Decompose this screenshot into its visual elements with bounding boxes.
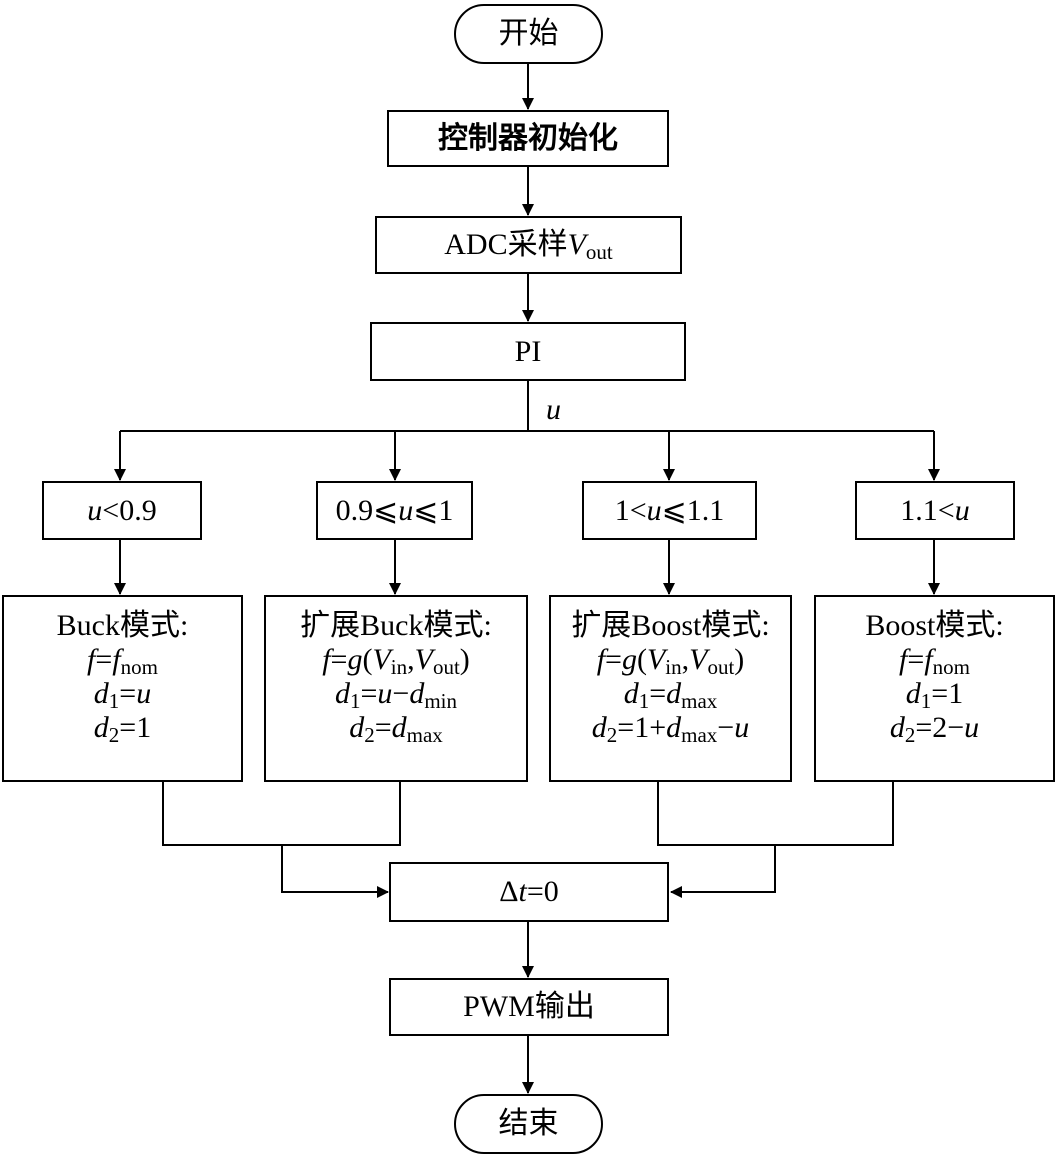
condition-3-label: 1<u⩽1.1 [614, 493, 725, 527]
mode-ext-buck-line2: f=g(Vin,Vout) [322, 643, 470, 679]
condition-1-box: u<0.9 [42, 481, 202, 540]
arrow-merge-left-dt [281, 845, 389, 898]
arrow-merge-right-dt [670, 845, 776, 898]
mode-ext-boost-line2: f=g(Vin,Vout) [596, 643, 745, 679]
start-terminal: 开始 [454, 4, 603, 64]
adc-box: ADC采样Vout [375, 216, 682, 274]
mode-boost-title: Boost模式: [865, 609, 1004, 642]
pwm-box: PWM输出 [389, 978, 669, 1036]
condition-1-label: u<0.9 [87, 493, 157, 527]
adc-label: ADC采样Vout [444, 228, 613, 264]
condition-4-box: 1.1<u [855, 481, 1015, 540]
merge-left [162, 782, 401, 846]
mode-buck-line4: d2=1 [93, 711, 152, 747]
u-signal-label: u [546, 393, 561, 426]
mode-buck-line3: d1=u [93, 677, 152, 713]
condition-3-box: 1<u⩽1.1 [582, 481, 757, 540]
mode-boost-line2: f=fnom [899, 643, 970, 679]
init-label: 控制器初始化 [438, 121, 618, 155]
mode-ext-boost-box: 扩展Boost模式: f=g(Vin,Vout) d1=dmax d2=1+dm… [549, 595, 792, 782]
pwm-label: PWM输出 [463, 990, 595, 1023]
mode-ext-buck-title: 扩展Buck模式: [300, 609, 492, 642]
condition-2-label: 0.9⩽u⩽1 [335, 493, 454, 527]
condition-4-label: 1.1<u [900, 493, 970, 527]
condition-2-box: 0.9⩽u⩽1 [316, 481, 473, 540]
mode-boost-line4: d2=2−u [889, 711, 980, 747]
mode-buck-title: Buck模式: [56, 609, 189, 642]
init-box: 控制器初始化 [387, 110, 669, 167]
end-label: 结束 [498, 1107, 559, 1140]
mode-ext-boost-line4: d2=1+dmax−u [591, 711, 750, 747]
pi-label: PI [514, 334, 542, 368]
mode-ext-buck-box: 扩展Buck模式: f=g(Vin,Vout) d1=u−dmin d2=dma… [264, 595, 528, 782]
start-label: 开始 [498, 17, 559, 50]
mode-ext-buck-line3: d1=u−dmin [334, 677, 457, 713]
merge-right [657, 782, 894, 846]
dt-label: Δt=0 [499, 875, 559, 908]
mode-buck-box: Buck模式: f=fnom d1=u d2=1 [2, 595, 243, 782]
mode-boost-box: Boost模式: f=fnom d1=1 d2=2−u [814, 595, 1055, 782]
dt-box: Δt=0 [389, 862, 669, 922]
mode-ext-boost-line3: d1=dmax [623, 677, 718, 713]
mode-buck-line2: f=fnom [87, 643, 158, 679]
mode-ext-boost-title: 扩展Boost模式: [571, 609, 770, 642]
mode-ext-buck-line4: d2=dmax [349, 711, 443, 747]
end-terminal: 结束 [454, 1094, 603, 1154]
mode-boost-line3: d1=1 [905, 677, 964, 713]
pi-box: PI [370, 322, 686, 381]
